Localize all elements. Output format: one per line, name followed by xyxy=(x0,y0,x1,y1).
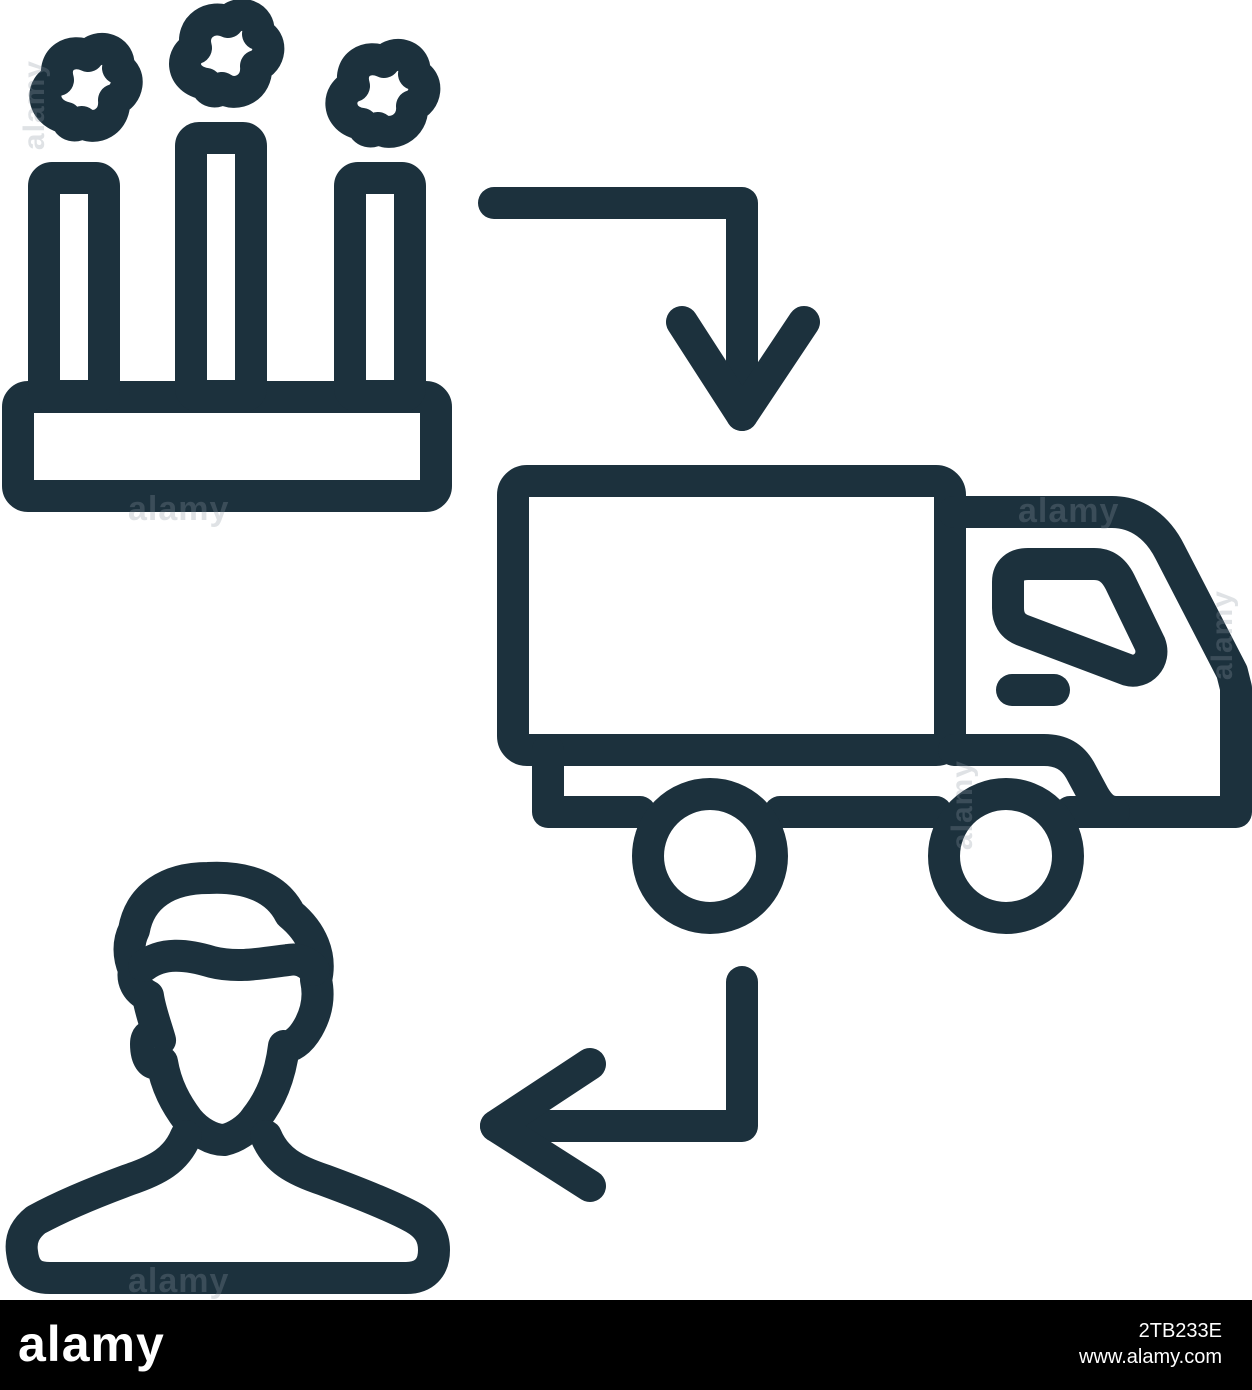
truck-chassis xyxy=(532,734,1130,828)
person-head xyxy=(113,861,334,1156)
truck-wheel-rear xyxy=(632,778,788,934)
smoke-cloud-middle xyxy=(169,0,285,108)
truck-cargo-box xyxy=(497,465,966,766)
truck-window xyxy=(992,548,1168,687)
footer-reference: 2TB233E www.alamy.com xyxy=(1079,1318,1222,1370)
image-id: 2TB233E xyxy=(1138,1320,1222,1342)
arrow-left-icon xyxy=(480,966,758,1202)
smoke-cloud-right xyxy=(325,38,441,148)
person-shoulders xyxy=(5,1120,450,1294)
factory-chimney-left xyxy=(28,162,120,412)
site-url: www.alamy.com xyxy=(1079,1346,1222,1368)
factory-icon xyxy=(2,0,452,512)
factory-chimney-right xyxy=(334,162,426,412)
arrow-down-head xyxy=(666,306,820,431)
arrow-down-shaft xyxy=(478,187,758,431)
supply-chain-illustration xyxy=(2,0,1252,1294)
arrow-left-shaft xyxy=(480,966,758,1142)
footer-bar: alamy 2TB233E www.alamy.com xyxy=(0,1300,1252,1390)
smoke-cloud-left xyxy=(29,32,143,142)
truck-icon xyxy=(497,465,1252,934)
factory-chimney-middle xyxy=(175,122,267,412)
person-icon xyxy=(5,861,450,1294)
arrow-down-icon xyxy=(478,187,820,431)
truck-wheel-front xyxy=(928,778,1084,934)
arrow-left-head xyxy=(480,1048,606,1202)
footer-logo: alamy xyxy=(18,1316,165,1372)
person-hairline xyxy=(128,939,330,986)
